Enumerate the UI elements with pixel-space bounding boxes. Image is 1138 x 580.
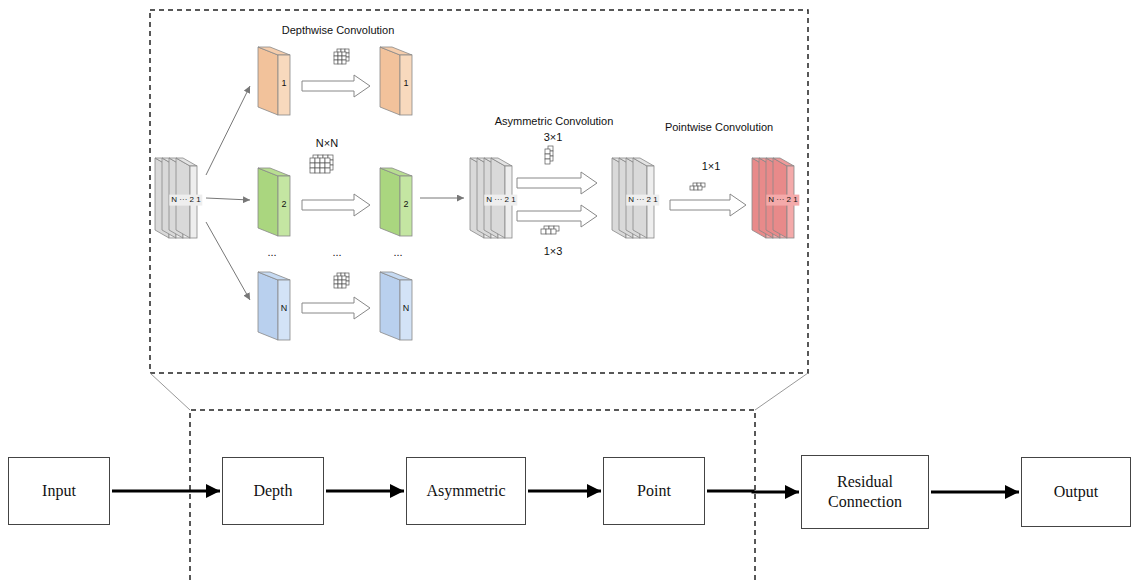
process-box: Asymmetric [406, 457, 526, 525]
figure-label: ... [332, 246, 341, 258]
box-label: Asymmetric [418, 477, 513, 505]
hollow-arrow [302, 75, 370, 97]
stack-label: N ··· 2 1 [169, 195, 202, 206]
figure-label: Pointwise Convolution [665, 121, 773, 133]
flow-arrow [326, 490, 404, 493]
flow-line [206, 86, 250, 175]
box-label: Output [1046, 478, 1106, 506]
figure-label: Asymmetric Convolution [495, 115, 614, 127]
hollow-arrow [302, 194, 370, 216]
feature-slab [380, 168, 412, 236]
kernel-icon [545, 146, 553, 164]
zoom-line [755, 373, 808, 410]
hollow-arrow [302, 297, 370, 319]
box-label: Residual Connection [802, 468, 928, 516]
process-box: Residual Connection [801, 455, 929, 529]
feature-slab [380, 47, 412, 115]
figure-label: 2 [281, 200, 286, 210]
stack-label: N ··· 2 1 [484, 195, 517, 206]
hollow-arrow [517, 172, 597, 194]
flow-arrow [112, 490, 220, 493]
kernel-icon [334, 49, 349, 64]
feature-slab [258, 272, 290, 340]
box-label: Input [34, 477, 84, 505]
kernel-icon [310, 155, 333, 173]
box-label: Point [629, 477, 679, 505]
figure-label: ... [267, 246, 276, 258]
kernel-icon [541, 226, 559, 234]
kernel-icon [690, 183, 705, 190]
figure-label: N [281, 304, 288, 314]
figure-label: 1 [403, 79, 408, 89]
feature-slab [380, 272, 412, 340]
flow-line [206, 198, 250, 200]
hollow-arrow [517, 205, 597, 227]
process-box: Output [1021, 457, 1131, 527]
figure-label: 1×1 [702, 160, 721, 172]
figure-label: 2 [403, 200, 408, 210]
zoom-bracket [190, 410, 755, 580]
kernel-icon [334, 273, 349, 288]
flow-line [420, 198, 464, 199]
stack-label: N ··· 2 1 [626, 195, 659, 206]
zoom-line [150, 373, 190, 410]
figure-label: 3×1 [544, 131, 563, 143]
figure-label: N [403, 304, 410, 314]
flow-arrow [528, 490, 601, 493]
process-box: Input [8, 457, 110, 525]
box-label: Depth [245, 477, 300, 505]
hollow-arrow [670, 194, 746, 216]
process-box: Depth [222, 457, 324, 525]
zoom-frame [150, 10, 808, 373]
process-box: Point [603, 457, 705, 525]
feature-slab [258, 47, 290, 115]
stack-label: N ··· 2 1 [766, 195, 799, 206]
flow-arrow [931, 491, 1019, 494]
feature-slab [258, 168, 290, 236]
figure-label: N×N [316, 137, 338, 149]
figure-label: 1×3 [544, 245, 563, 257]
figure-label: Depthwise Convolution [282, 24, 395, 36]
figure-label: 1 [281, 79, 286, 89]
flow-line [206, 222, 250, 300]
figure-label: ... [393, 246, 402, 258]
flow-arrow [707, 491, 799, 492]
